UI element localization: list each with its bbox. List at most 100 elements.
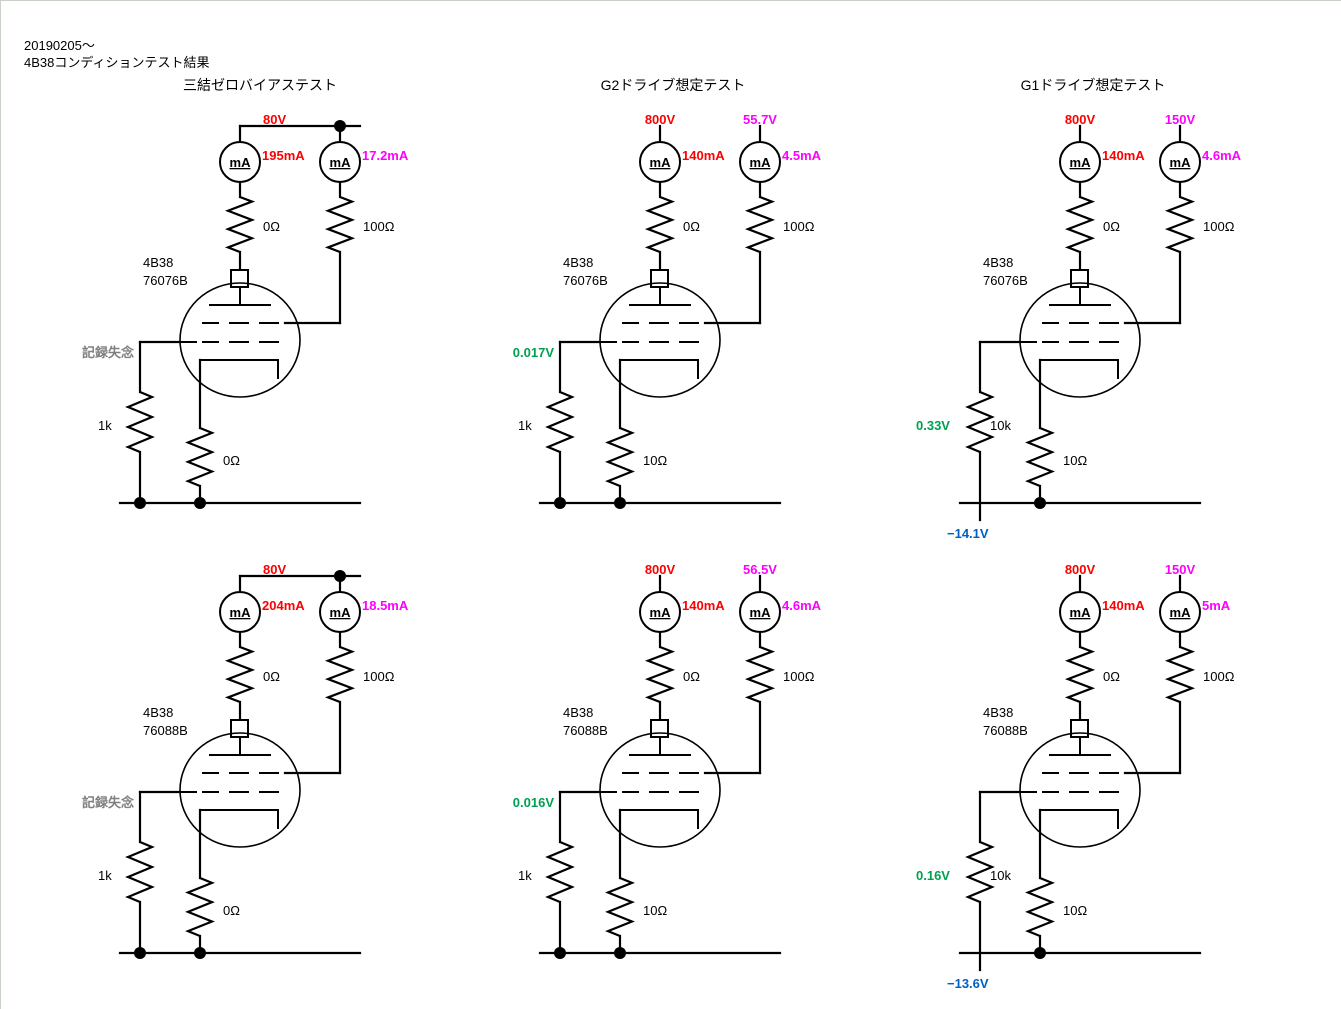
screen-resistor: [324, 195, 356, 254]
plate-resistor-label: 0Ω: [263, 219, 280, 234]
screen-resistor: [744, 195, 776, 254]
milliammeter-icon: mA: [750, 605, 772, 620]
screen-resistor-label: 100Ω: [363, 669, 395, 684]
milliammeter-icon: mA: [650, 155, 672, 170]
tube-type-label: 4B38: [143, 255, 173, 270]
plate-voltage-label: 800V: [645, 562, 676, 577]
junction-dot: [334, 570, 346, 582]
column-title-g1drive: G1ドライブ想定テスト: [1020, 77, 1166, 93]
junction-dot: [334, 120, 346, 132]
plate-voltage-label: 800V: [645, 112, 676, 127]
tube-serial-label: 76076B: [983, 273, 1028, 288]
cathode-resistor: [1025, 876, 1055, 938]
plate-ammeter: mA: [219, 141, 261, 183]
tube-type-label: 4B38: [983, 705, 1013, 720]
tube-envelope: [179, 732, 301, 848]
grid-resistor-label: 1k: [98, 868, 112, 883]
bias-supply-label: −14.1V: [947, 526, 989, 541]
screen-ammeter: mA: [319, 591, 361, 633]
plate-resistor-label: 0Ω: [1103, 669, 1120, 684]
milliammeter-icon: mA: [1170, 155, 1192, 170]
tube-type-label: 4B38: [983, 255, 1013, 270]
grid-resistor-label: 1k: [98, 418, 112, 433]
tube-serial-label: 76088B: [983, 723, 1028, 738]
tube-envelope: [599, 732, 721, 848]
cathode-resistor: [605, 426, 635, 488]
plate-cap: [230, 269, 249, 288]
grid-voltage-label: 0.017V: [513, 345, 555, 360]
screen-current-label: 4.6mA: [1202, 148, 1242, 163]
grid-voltage-label: 0.33V: [916, 418, 950, 433]
screen-resistor: [744, 645, 776, 704]
plate-resistor-label: 0Ω: [1103, 219, 1120, 234]
header-title: 4B38コンディションテスト結果: [24, 55, 210, 70]
grid-resistor-label: 10k: [990, 868, 1011, 883]
cathode-resistor: [1025, 426, 1055, 488]
screen-voltage-label: 55.7V: [743, 112, 777, 127]
screen-resistor-label: 100Ω: [363, 219, 395, 234]
plate-resistor-label: 0Ω: [683, 219, 700, 234]
milliammeter-icon: mA: [1170, 605, 1192, 620]
screen-voltage-label: 150V: [1165, 112, 1196, 127]
plate-voltage-label: 80V: [263, 562, 286, 577]
screen-resistor: [1164, 195, 1196, 254]
plate-resistor-label: 0Ω: [263, 669, 280, 684]
tube-serial-label: 76076B: [143, 273, 188, 288]
tube-envelope: [1019, 732, 1141, 848]
screen-voltage-label: 150V: [1165, 562, 1196, 577]
plate-resistor: [224, 645, 256, 704]
screen-ammeter: mA: [1159, 141, 1201, 183]
tube-type-label: 4B38: [143, 705, 173, 720]
tube-envelope: [599, 282, 721, 398]
cathode-resistor-label: 0Ω: [223, 903, 240, 918]
screen-ammeter: mA: [1159, 591, 1201, 633]
plate-ammeter: mA: [639, 141, 681, 183]
screen-resistor-label: 100Ω: [783, 669, 815, 684]
grid-resistor-label: 10k: [990, 418, 1011, 433]
plate-current-label: 195mA: [262, 148, 305, 163]
tube-envelope: [1019, 282, 1141, 398]
plate-resistor: [1064, 645, 1096, 704]
plate-ammeter: mA: [1059, 141, 1101, 183]
plate-ammeter: mA: [1059, 591, 1101, 633]
cathode-resistor-label: 10Ω: [643, 453, 667, 468]
screen-ammeter: mA: [319, 141, 361, 183]
plate-resistor: [644, 195, 676, 254]
tube-type-label: 4B38: [563, 255, 593, 270]
cathode-resistor-label: 10Ω: [1063, 903, 1087, 918]
screen-resistor: [1164, 645, 1196, 704]
header-date: 20190205～: [24, 38, 95, 53]
tube-serial-label: 76076B: [563, 273, 608, 288]
plate-current-label: 204mA: [262, 598, 305, 613]
screen-voltage-label: 56.5V: [743, 562, 777, 577]
column-title-g2drive: G2ドライブ想定テスト: [600, 77, 746, 93]
cathode-resistor: [185, 876, 215, 938]
grid-resistor-label: 1k: [518, 418, 532, 433]
plate-cap: [1070, 269, 1089, 288]
screen-resistor-label: 100Ω: [1203, 219, 1235, 234]
grid-resistor: [545, 840, 575, 904]
plate-cap: [650, 269, 669, 288]
grid-resistor: [545, 390, 575, 454]
grid-resistor: [125, 840, 155, 904]
plate-current-label: 140mA: [682, 598, 725, 613]
plate-ammeter: mA: [639, 591, 681, 633]
plate-current-label: 140mA: [1102, 148, 1145, 163]
grid-voltage-note: 記録失念: [82, 795, 134, 810]
plate-voltage-label: 800V: [1065, 562, 1096, 577]
plate-cap: [230, 719, 249, 738]
milliammeter-icon: mA: [1070, 155, 1092, 170]
tube-serial-label: 76088B: [563, 723, 608, 738]
milliammeter-icon: mA: [230, 155, 252, 170]
tube-serial-label: 76088B: [143, 723, 188, 738]
plate-voltage-label: 80V: [263, 112, 286, 127]
screen-resistor-label: 100Ω: [783, 219, 815, 234]
tube-type-label: 4B38: [563, 705, 593, 720]
